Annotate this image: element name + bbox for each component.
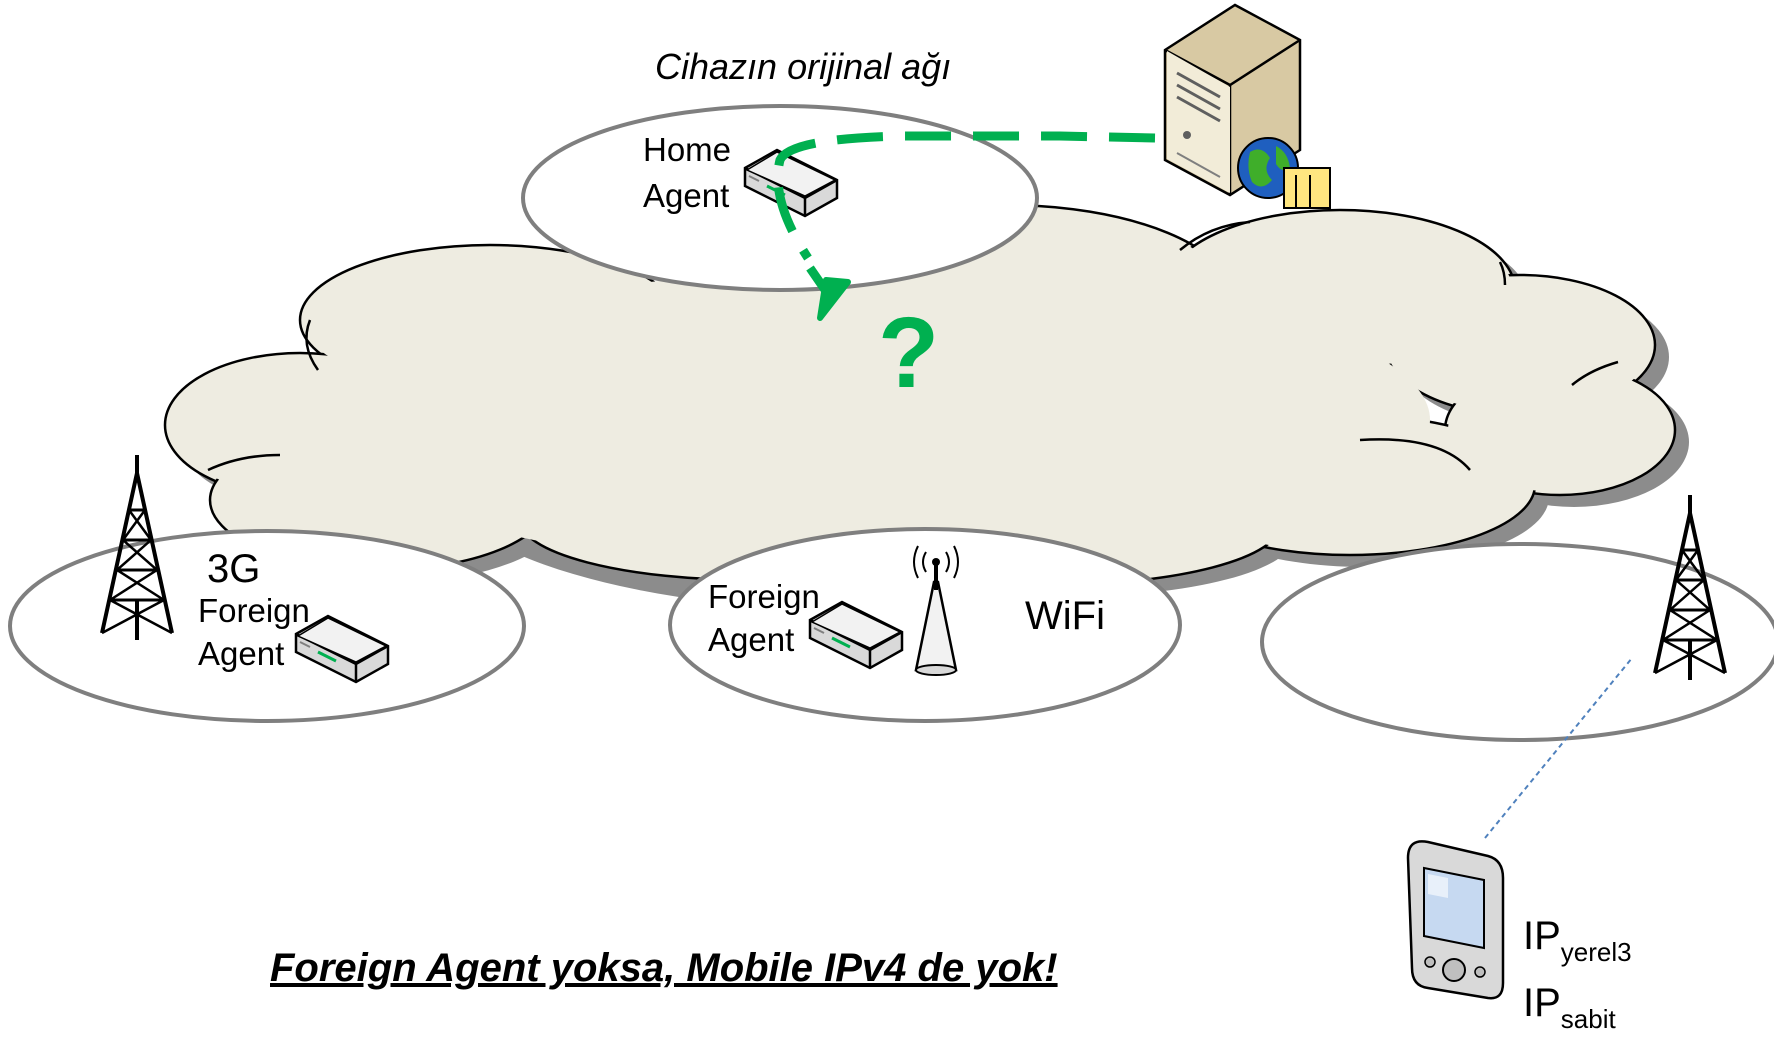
foreign-agent-wifi-label: Foreign Agent bbox=[708, 578, 820, 659]
foreign-agent-3g-line1: Foreign bbox=[198, 592, 310, 629]
ip-fixed-label: IPsabit bbox=[1523, 980, 1616, 1035]
home-network-caption: Cihazın orijinal ağı bbox=[655, 46, 952, 87]
home-agent-label-line2: Agent bbox=[643, 176, 730, 214]
wireless-link bbox=[1484, 657, 1633, 839]
registration-path bbox=[773, 131, 1156, 261]
ip-local-base: IP bbox=[1523, 914, 1561, 958]
globe-icon bbox=[1237, 137, 1331, 209]
ip-fixed-base: IP bbox=[1523, 981, 1561, 1025]
3g-network-ellipse bbox=[8, 529, 526, 723]
bottom-caption: Foreign Agent yoksa, Mobile IPv4 de yok! bbox=[270, 946, 1058, 990]
question-mark: ? bbox=[878, 297, 940, 409]
foreign-agent-3g-label: Foreign Agent bbox=[198, 592, 310, 673]
foreign-agent-3g-line2: Agent bbox=[198, 634, 285, 672]
home-agent-label: Home Agent bbox=[643, 131, 731, 215]
foreign-agent-wifi-line2: Agent bbox=[708, 620, 795, 658]
antenna-icon bbox=[913, 545, 959, 676]
network-wifi-label: WiFi bbox=[1025, 594, 1105, 638]
foreign-agent-wifi-line1: Foreign bbox=[708, 578, 820, 615]
pda-icon bbox=[1406, 840, 1505, 1000]
ip-local-subscript: yerel3 bbox=[1560, 937, 1632, 967]
network-3g-label: 3G bbox=[207, 547, 261, 591]
third-network-ellipse bbox=[1260, 542, 1774, 742]
ip-local-label: IPyerel3 bbox=[1523, 913, 1632, 968]
home-agent-label-line1: Home bbox=[643, 131, 732, 168]
cloud-folds bbox=[207, 220, 1619, 472]
ip-fixed-subscript: sabit bbox=[1560, 1004, 1616, 1034]
